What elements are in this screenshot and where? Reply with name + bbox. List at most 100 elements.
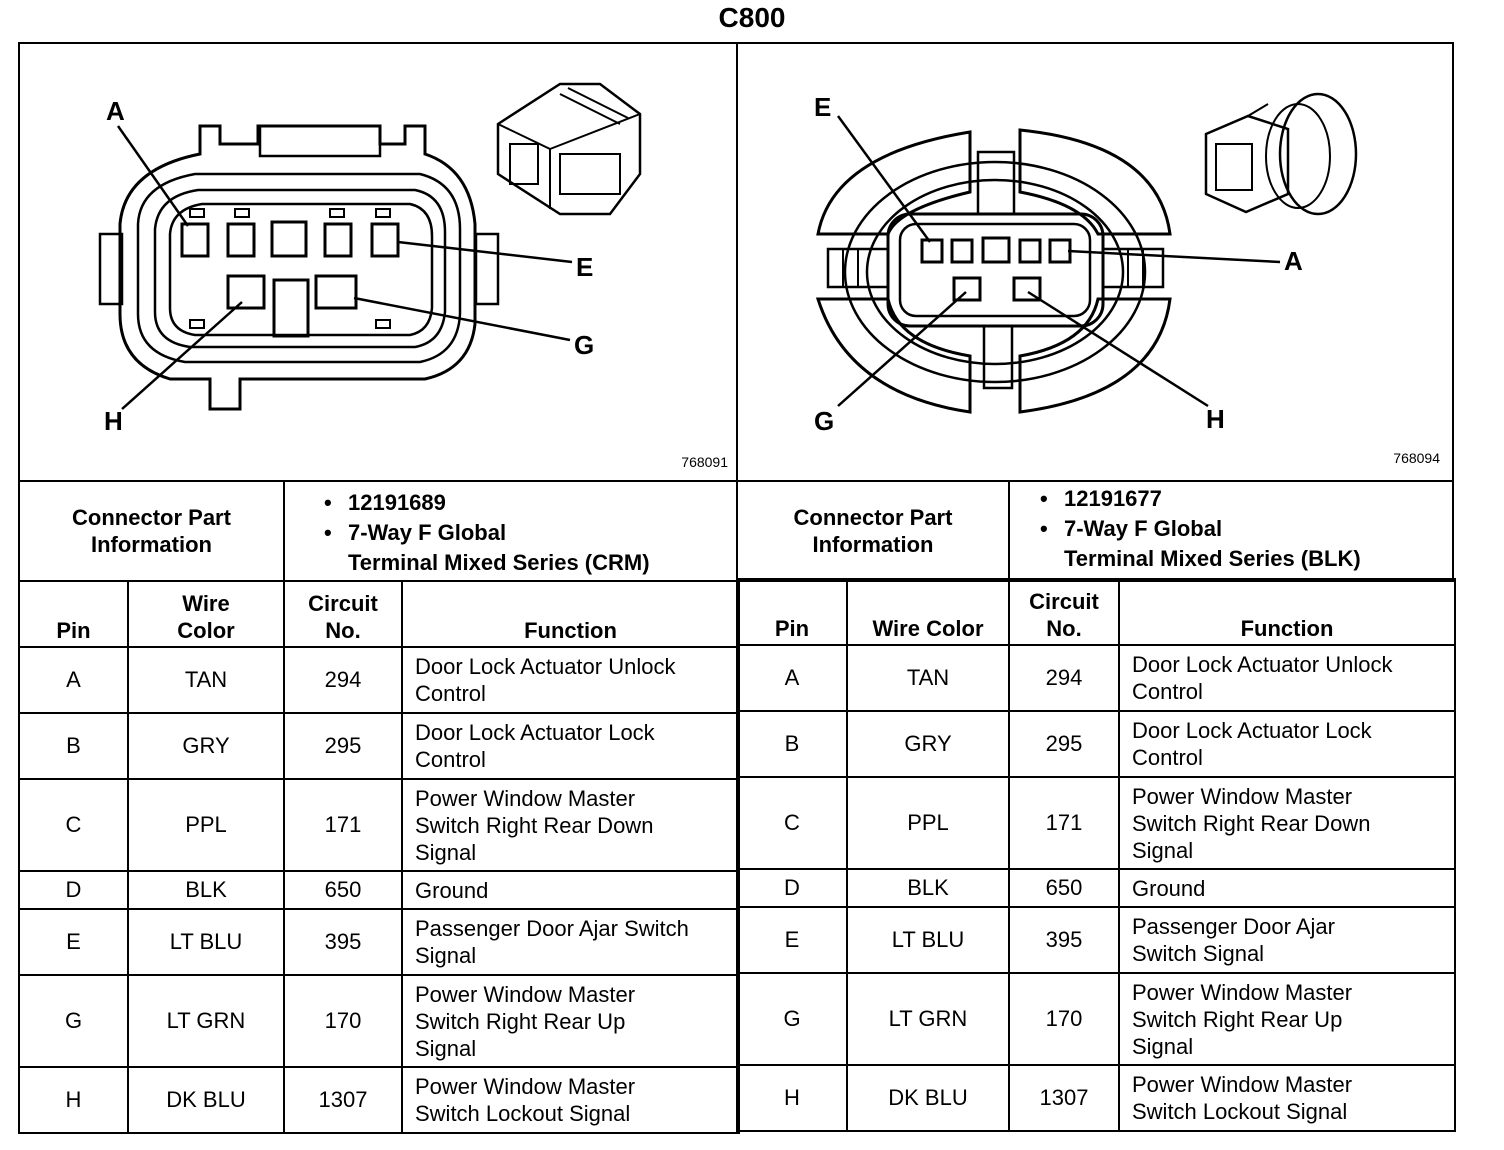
function-line: Ground xyxy=(415,877,489,903)
function-line: Ground xyxy=(1132,875,1206,901)
function-line: Control xyxy=(1132,745,1203,770)
function-line: Signal xyxy=(415,839,477,865)
circuit-cell: 650 xyxy=(283,870,403,910)
circuit-cell: 294 xyxy=(1008,644,1120,712)
function-line: Control xyxy=(415,747,486,772)
function-line: Door Lock Actuator Unlock xyxy=(1132,652,1393,677)
function-line: Switch Right Rear Up xyxy=(415,1008,626,1034)
pin-cell: A xyxy=(18,646,129,714)
function-line: Control xyxy=(1132,679,1203,704)
pin-cell: D xyxy=(736,868,848,908)
circuit-cell: 170 xyxy=(1008,972,1120,1066)
function-line: Switch Signal xyxy=(1132,941,1265,966)
left-pin-label-h: H xyxy=(104,406,123,436)
function-line: Power Window Master xyxy=(1132,783,1353,809)
wire-color-cell: LT GRN xyxy=(127,974,285,1068)
left-figure-id: 768091 xyxy=(681,454,728,470)
left-cavity-e xyxy=(370,222,400,258)
right-pin-label-a: A xyxy=(1284,246,1303,276)
function-line: Switch Lockout Signal xyxy=(415,1101,631,1126)
pin-cell: G xyxy=(18,974,129,1068)
function-line: Switch Right Rear Down xyxy=(1132,810,1371,836)
left-connector-face-svg: A E G H xyxy=(98,82,642,436)
left-shell-outline xyxy=(118,124,477,411)
right-cavity-e xyxy=(920,238,944,264)
function-line: Door Lock Actuator Unlock xyxy=(415,654,676,679)
function-line: Power Window Master xyxy=(415,785,636,811)
function-line: Signal xyxy=(1132,1033,1194,1059)
function-line: Power Window Master xyxy=(415,1074,636,1099)
function-line: Signal xyxy=(415,943,477,968)
pin-cell: H xyxy=(736,1064,848,1132)
wire-color-cell: PPL xyxy=(127,778,285,872)
circuit-cell: 171 xyxy=(1008,776,1120,870)
function-line: Door Lock Actuator Lock xyxy=(1132,718,1372,743)
circuit-cell: 395 xyxy=(1008,906,1120,974)
left-pin-label-a: A xyxy=(106,96,125,126)
wire-color-cell: BLK xyxy=(846,868,1010,908)
right-header-function: Function xyxy=(1118,578,1456,646)
function-line: Power Window Master xyxy=(1132,979,1353,1005)
pin-cell: A xyxy=(736,644,848,712)
wire-color-cell: DK BLU xyxy=(846,1064,1010,1132)
pin-cell: C xyxy=(18,778,129,872)
wire-color-cell: GRY xyxy=(127,712,285,780)
circuit-cell: 1307 xyxy=(1008,1064,1120,1132)
wire-color-cell: PPL xyxy=(846,776,1010,870)
right-cavity-g xyxy=(952,276,982,302)
left-cavity-a xyxy=(180,222,210,258)
right-description-1: 7-Way F Global xyxy=(1064,516,1223,541)
function-line: Power Window Master xyxy=(415,981,636,1007)
left-connector-drawing: A E G H 768091 xyxy=(18,42,738,482)
right-part-number: 12191677 xyxy=(1064,486,1162,511)
pin-cell: E xyxy=(736,906,848,974)
pin-cell: E xyxy=(18,908,129,976)
left-pin-label-e: E xyxy=(576,252,593,282)
pin-cell: B xyxy=(736,710,848,778)
wire-color-cell: LT BLU xyxy=(846,906,1010,974)
function-line: Signal xyxy=(415,1035,477,1061)
function-line: Passenger Door Ajar xyxy=(1132,914,1335,939)
function-line: Passenger Door Ajar Switch xyxy=(415,916,689,941)
function-cell: Ground xyxy=(401,870,740,910)
function-cell: Ground xyxy=(1118,868,1456,908)
connector-title: C800 xyxy=(718,2,786,33)
wire-color-cell: GRY xyxy=(846,710,1010,778)
right-header-wire-color: Wire Color xyxy=(846,578,1010,646)
left-connector-info-values: •12191689 •7-Way F Global Terminal Mixed… xyxy=(324,488,650,578)
function-line: Switch Right Rear Down xyxy=(415,812,654,838)
left-header-pin: Pin xyxy=(18,580,129,648)
pin-cell: D xyxy=(18,870,129,910)
right-connector-drawing: E A G H 768094 xyxy=(736,42,1454,482)
pin-cell: C xyxy=(736,776,848,870)
circuit-cell: 295 xyxy=(1008,710,1120,778)
right-ring-top-left xyxy=(816,130,972,236)
right-cavity-h xyxy=(1012,276,1042,302)
